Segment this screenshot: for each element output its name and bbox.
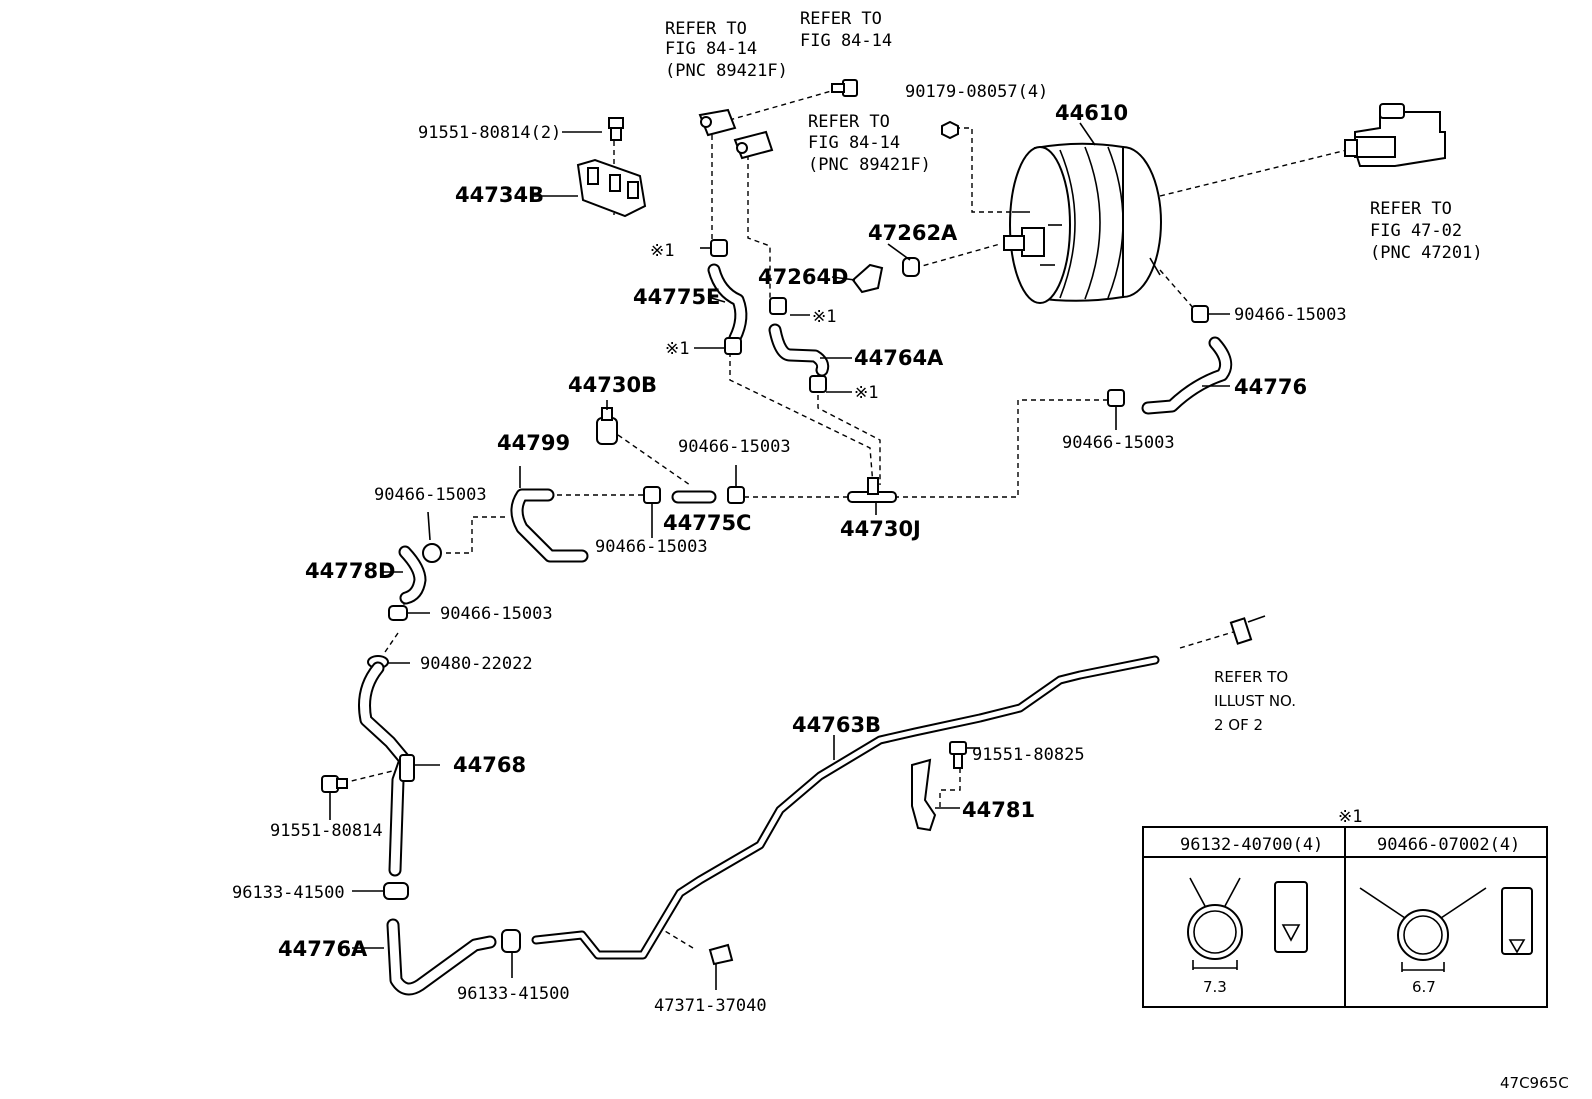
refer-fig-47-02-3: (PNC 47201) xyxy=(1370,243,1483,263)
sensor-89421f-b xyxy=(733,130,774,160)
part-90179-08057: 90179-08057(4) xyxy=(905,82,1048,102)
refer-fig-84-14-b-2: FIG 84-14 xyxy=(800,31,892,51)
hose-44764A xyxy=(768,323,830,377)
refer-fig-84-14-b-1: REFER TO xyxy=(800,9,882,29)
refer-illust-3: 2 OF 2 xyxy=(1214,716,1263,734)
part-47371-37040: 47371-37040 xyxy=(654,996,767,1016)
part-90466-15003-a: 90466-15003 xyxy=(1234,305,1347,325)
brake-booster-44610 xyxy=(1003,142,1162,304)
part-44781: 44781 xyxy=(962,798,1035,822)
bolts xyxy=(321,79,967,793)
text-labels: REFER TO FIG 84-14 (PNC 89421F) REFER TO… xyxy=(232,9,1569,1092)
illustration-code: 47C965C xyxy=(1500,1074,1569,1092)
part-90466-15003-b: 90466-15003 xyxy=(1062,433,1175,453)
part-44763B: 44763B xyxy=(792,713,881,737)
tee-44730J xyxy=(847,477,897,503)
bolt-91551-80814-2 xyxy=(608,117,624,141)
clamp-diagram-2 xyxy=(1359,887,1533,972)
refer-fig-47-02-2: FIG 47-02 xyxy=(1370,221,1462,241)
part-90466-15003-d: 90466-15003 xyxy=(374,485,487,505)
nut-90179 xyxy=(941,120,959,140)
clamp-legend-table xyxy=(1142,826,1548,1008)
clamps xyxy=(367,239,1209,953)
hose-44778D xyxy=(398,545,427,605)
bolt-91551-80814 xyxy=(321,775,348,793)
part-91551-80814-2: 91551-80814(2) xyxy=(418,123,561,143)
part-90480-22022: 90480-22022 xyxy=(420,654,533,674)
hose-44776 xyxy=(1141,336,1233,415)
part-90466-15003-c: 90466-15003 xyxy=(678,437,791,457)
refer-illust-1: REFER TO xyxy=(1214,668,1288,686)
part-44734B: 44734B xyxy=(455,183,544,207)
refer-fig-84-14-c-2: FIG 84-14 xyxy=(808,133,900,153)
clip-47371-37040 xyxy=(708,943,734,966)
part-44775C: 44775C xyxy=(663,511,751,535)
bolt-top-right xyxy=(831,79,858,97)
legend-col-90466-07002: 90466-07002(4) xyxy=(1377,835,1520,855)
bolt-91551-80825 xyxy=(949,741,967,769)
check-valve-44730B xyxy=(596,407,618,445)
part-96133-41500-a: 96133-41500 xyxy=(232,883,345,903)
dashed-connections xyxy=(342,87,1356,949)
bracket-44734B xyxy=(576,158,647,218)
part-44775E: 44775E xyxy=(633,285,720,309)
mark-1-a: ※1 xyxy=(650,241,674,261)
part-96133-41500-b: 96133-41500 xyxy=(457,984,570,1004)
refer-fig-47-02-1: REFER TO xyxy=(1370,199,1452,219)
hose-44775E xyxy=(707,263,748,345)
legend-mark-1: ※1 xyxy=(1338,807,1362,827)
part-91551-80814: 91551-80814 xyxy=(270,821,383,841)
pipe-44763B xyxy=(531,615,1266,960)
mark-1-c: ※1 xyxy=(665,339,689,359)
part-91551-80825: 91551-80825 xyxy=(972,745,1085,765)
refer-fig-84-14-a-3: (PNC 89421F) xyxy=(665,61,788,81)
part-47264D: 47264D xyxy=(758,265,849,289)
part-44730J: 44730J xyxy=(840,517,921,541)
refer-illust-2: ILLUST NO. xyxy=(1214,692,1296,710)
part-44610: 44610 xyxy=(1055,101,1128,125)
legend-dim-7-3: 7.3 xyxy=(1203,978,1227,996)
bracket-47264D xyxy=(851,263,884,294)
legend-dim-6-7: 6.7 xyxy=(1412,978,1436,996)
clamp-diagram-1 xyxy=(1187,877,1308,970)
part-90466-15003-f: 90466-15003 xyxy=(440,604,553,624)
legend-col-96132-40700: 96132-40700(4) xyxy=(1180,835,1323,855)
hose-44799 xyxy=(510,488,589,563)
refer-fig-84-14-a-2: FIG 84-14 xyxy=(665,39,757,59)
hose-44776A xyxy=(386,918,497,996)
part-44768: 44768 xyxy=(453,753,526,777)
grommet-47262A xyxy=(902,257,920,277)
refer-fig-84-14-c-3: (PNC 89421F) xyxy=(808,155,931,175)
hose-44768 xyxy=(358,661,415,877)
part-44776: 44776 xyxy=(1234,375,1307,399)
part-44764A: 44764A xyxy=(854,346,944,370)
mark-1-b: ※1 xyxy=(812,307,836,327)
mark-1-d: ※1 xyxy=(854,383,878,403)
part-47262A: 47262A xyxy=(868,221,958,245)
part-44778D: 44778D xyxy=(305,559,396,583)
sensor-89421f-a xyxy=(698,108,737,137)
master-cylinder xyxy=(1344,103,1446,167)
part-44730B: 44730B xyxy=(568,373,657,397)
part-44776A: 44776A xyxy=(278,937,368,961)
bracket-44781 xyxy=(911,758,937,832)
leader-lines xyxy=(329,122,1230,990)
part-44799: 44799 xyxy=(497,431,570,455)
refer-fig-84-14-c-1: REFER TO xyxy=(808,112,890,132)
refer-fig-84-14-a-1: REFER TO xyxy=(665,19,747,39)
part-90466-15003-e: 90466-15003 xyxy=(595,537,708,557)
